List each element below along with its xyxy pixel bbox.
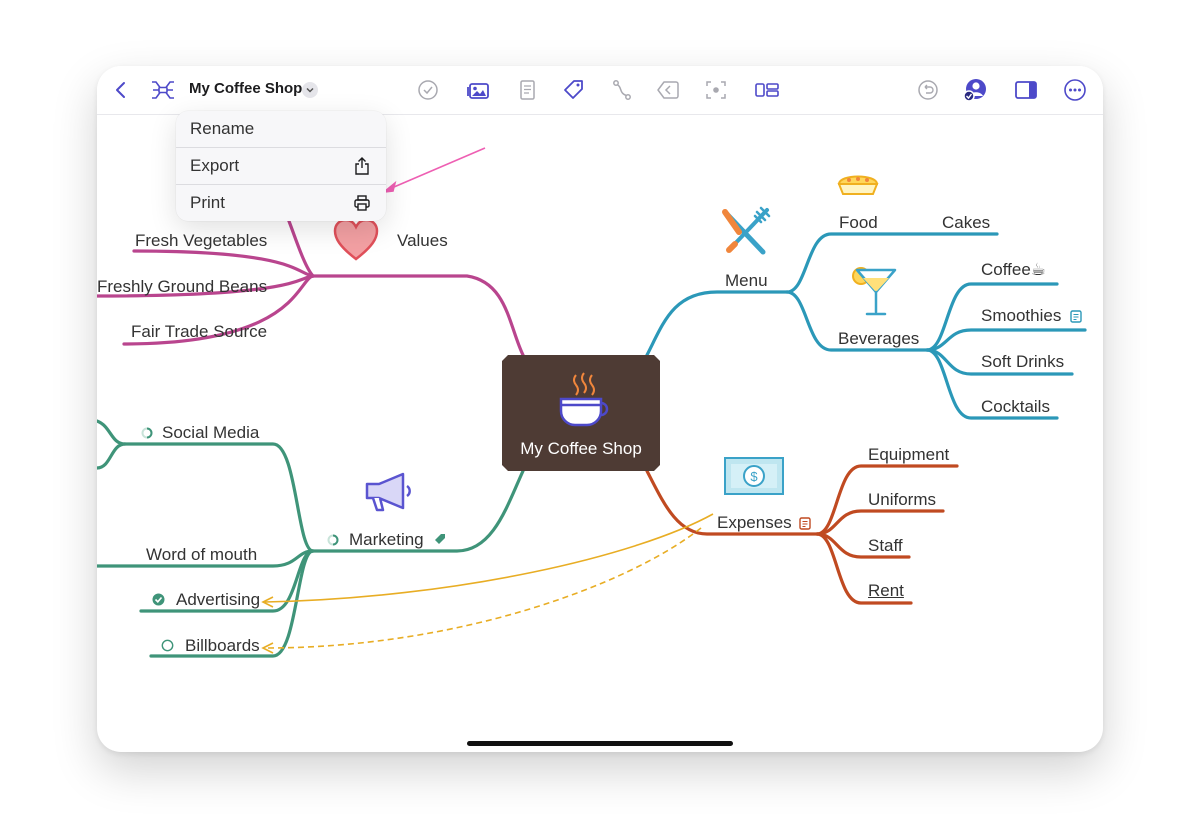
label-tag-icon[interactable] bbox=[434, 533, 446, 545]
task-open-icon[interactable] bbox=[161, 639, 174, 652]
relationship-icon bbox=[613, 80, 631, 100]
task-button[interactable] bbox=[416, 78, 440, 102]
focus-button[interactable] bbox=[704, 78, 728, 102]
label-button[interactable] bbox=[562, 78, 586, 102]
topic-food[interactable]: Food bbox=[839, 213, 878, 232]
app-window: My Coffee Shop Values Fresh Vegetables F… bbox=[97, 66, 1103, 752]
title-dropdown-menu: Rename Export Print bbox=[176, 111, 386, 221]
chevron-down-icon bbox=[306, 87, 314, 93]
central-topic-label: My Coffee Shop bbox=[520, 439, 642, 458]
boundary-icon bbox=[657, 81, 679, 99]
topic-billboards[interactable]: Billboards bbox=[185, 636, 260, 655]
printer-icon bbox=[354, 195, 370, 211]
menu-divider bbox=[176, 147, 386, 148]
pie-icon bbox=[837, 175, 879, 195]
share-icon bbox=[355, 157, 369, 175]
collaborate-button[interactable] bbox=[963, 78, 987, 102]
topic-beverages[interactable]: Beverages bbox=[838, 329, 920, 348]
topic-equipment[interactable]: Equipment bbox=[868, 445, 950, 464]
cocktail-glass-icon bbox=[852, 267, 897, 316]
topic-social-media[interactable]: Social Media bbox=[162, 423, 260, 442]
topic-expenses[interactable]: Expenses bbox=[717, 513, 792, 532]
fork-knife-icon bbox=[722, 206, 771, 255]
money-icon: $ bbox=[724, 457, 784, 495]
checkmark-circle-icon bbox=[418, 80, 438, 100]
topic-marketing[interactable]: Marketing bbox=[349, 530, 424, 549]
progress-icon bbox=[327, 534, 339, 546]
focus-icon bbox=[706, 81, 726, 99]
note-button[interactable] bbox=[515, 78, 539, 102]
undo-icon bbox=[918, 80, 938, 100]
home-indicator bbox=[467, 741, 733, 746]
branch-lines bbox=[97, 147, 1087, 658]
coffee-cup-icon bbox=[559, 372, 609, 427]
tag-icon bbox=[564, 80, 583, 99]
insert-image-button[interactable] bbox=[466, 78, 490, 102]
note-icon bbox=[520, 80, 535, 100]
layout-icon bbox=[755, 83, 779, 97]
boundary-button[interactable] bbox=[656, 78, 680, 102]
heart-icon bbox=[333, 218, 379, 261]
menu-item-rename[interactable]: Rename bbox=[176, 111, 386, 147]
back-button[interactable] bbox=[109, 78, 133, 102]
menu-divider bbox=[176, 184, 386, 185]
note-icon[interactable] bbox=[1070, 310, 1082, 323]
more-ellipsis-icon bbox=[1064, 79, 1086, 101]
central-topic[interactable]: My Coffee Shop bbox=[502, 355, 660, 471]
relationship-button[interactable] bbox=[610, 78, 634, 102]
topic-menu[interactable]: Menu bbox=[725, 271, 768, 290]
topic-coffee[interactable]: Coffee☕ bbox=[981, 260, 1047, 279]
megaphone-icon bbox=[365, 472, 411, 512]
topic-word-of-mouth[interactable]: Word of mouth bbox=[146, 545, 258, 564]
progress-icon bbox=[141, 427, 153, 439]
menu-item-label: Print bbox=[190, 193, 225, 212]
menu-item-label: Rename bbox=[190, 119, 255, 138]
topic-smoothies[interactable]: Smoothies bbox=[981, 306, 1062, 325]
topic-cocktails[interactable]: Cocktails bbox=[981, 397, 1050, 416]
mind-map-icon bbox=[152, 81, 174, 99]
topic-fair-trade-source[interactable]: Fair Trade Source bbox=[131, 322, 268, 341]
topic-staff[interactable]: Staff bbox=[868, 536, 903, 555]
account-icon bbox=[963, 79, 986, 102]
more-button[interactable] bbox=[1063, 78, 1087, 102]
task-done-icon[interactable] bbox=[152, 593, 165, 606]
mind-map-canvas[interactable]: My Coffee Shop Values Fresh Vegetables F… bbox=[97, 66, 1103, 752]
document-title[interactable]: My Coffee Shop bbox=[189, 80, 303, 97]
menu-item-print[interactable]: Print bbox=[176, 185, 386, 221]
layout-button[interactable] bbox=[755, 78, 779, 102]
menu-item-export[interactable]: Export bbox=[176, 148, 386, 184]
mind-map-structure-button[interactable] bbox=[151, 78, 175, 102]
sidebar-right-icon bbox=[1015, 81, 1037, 99]
topic-uniforms[interactable]: Uniforms bbox=[868, 490, 937, 509]
format-panel-button[interactable] bbox=[1014, 78, 1038, 102]
topic-fresh-vegetables[interactable]: Fresh Vegetables bbox=[135, 231, 268, 250]
note-icon[interactable] bbox=[799, 517, 811, 530]
topic-rent[interactable]: Rent bbox=[868, 581, 904, 600]
svg-text:$: $ bbox=[750, 469, 758, 484]
topic-cakes[interactable]: Cakes bbox=[942, 213, 991, 232]
undo-button[interactable] bbox=[916, 78, 940, 102]
title-menu-button[interactable] bbox=[302, 82, 318, 98]
image-icon bbox=[467, 83, 489, 99]
topic-values[interactable]: Values bbox=[397, 231, 448, 250]
topic-freshly-ground-beans[interactable]: Freshly Ground Beans bbox=[97, 277, 268, 296]
topic-soft-drinks[interactable]: Soft Drinks bbox=[981, 352, 1065, 371]
topic-advertising[interactable]: Advertising bbox=[176, 590, 261, 609]
menu-item-label: Export bbox=[190, 156, 240, 175]
chevron-left-icon bbox=[116, 82, 125, 98]
toolbar: My Coffee Shop bbox=[97, 66, 1103, 115]
